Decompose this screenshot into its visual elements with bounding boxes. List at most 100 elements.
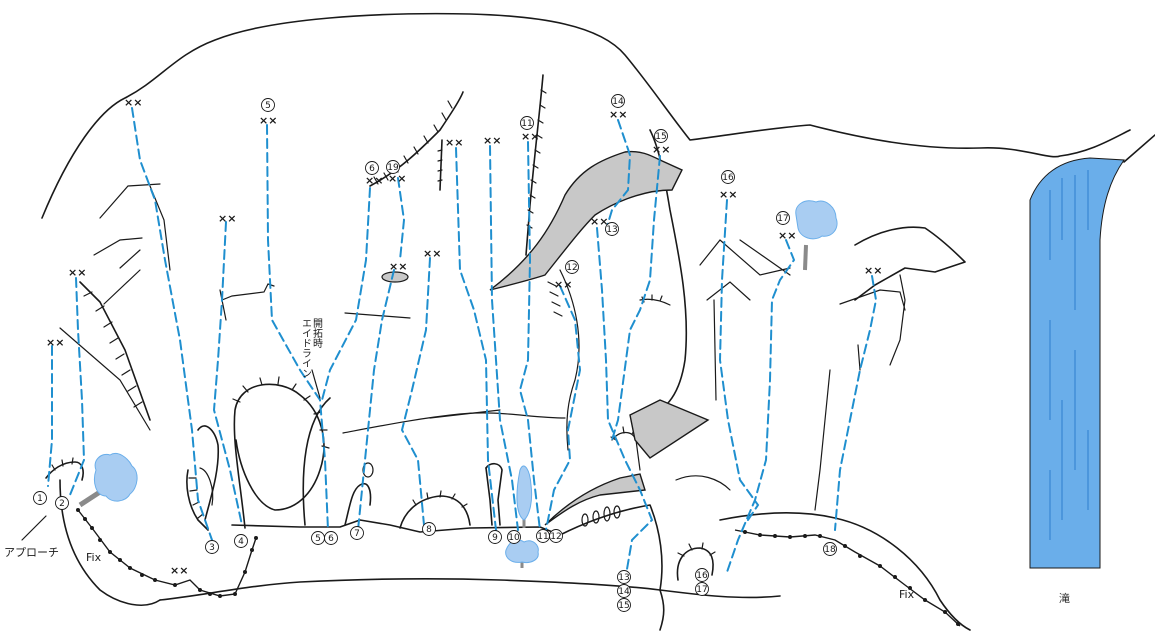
svg-text:9: 9 — [492, 533, 498, 543]
svg-text:16: 16 — [722, 173, 734, 183]
aid-line-label-2: エイドライン — [300, 318, 312, 378]
route-number-17-top: 17 — [776, 211, 790, 225]
route-line-16 — [718, 199, 760, 521]
crag-skyline — [41, 12, 1131, 219]
route-line-19 — [397, 177, 406, 261]
svg-text:15: 15 — [618, 601, 629, 611]
fix-label-right: Fix — [899, 588, 915, 601]
route-line-8 — [400, 257, 431, 526]
svg-text:2: 2 — [59, 499, 65, 509]
route-line-3 — [131, 107, 213, 541]
anchor-2: ×× — [68, 266, 86, 279]
route-line-15 — [611, 155, 661, 441]
route-line-12 — [545, 285, 582, 531]
route-number-11-top: 11 — [520, 116, 534, 130]
route-number-3-start: 3 — [205, 540, 219, 554]
svg-text:16: 16 — [696, 571, 708, 581]
svg-text:13: 13 — [606, 225, 617, 235]
route-line-11 — [518, 141, 541, 531]
route-number-2-start: 2 — [55, 496, 69, 510]
tree-bottom — [505, 539, 539, 568]
route-number-13-start: 13 — [617, 570, 631, 584]
anchor-9: ×× — [445, 136, 463, 149]
route-lines — [47, 107, 878, 576]
hold-oval — [381, 271, 409, 283]
route-line-9 — [455, 147, 497, 531]
route-number-6-start: 6 — [324, 531, 338, 545]
route-line-14 — [605, 119, 632, 231]
anchor-7: ×× — [389, 260, 407, 273]
route-line-1 — [47, 345, 53, 487]
svg-text:7: 7 — [354, 529, 360, 539]
svg-text:6: 6 — [369, 164, 375, 174]
svg-text:6: 6 — [328, 534, 334, 544]
route-line-6 — [321, 187, 371, 401]
svg-text:17: 17 — [777, 214, 788, 224]
fix-label-left: Fix — [86, 551, 102, 564]
route-number-8-start: 8 — [422, 522, 436, 536]
route-number-4-start: 4 — [234, 534, 248, 548]
anchor-3: ×× — [124, 96, 142, 109]
route-line-10 — [489, 145, 519, 531]
anchor-18: ×× — [864, 264, 882, 277]
route-number-11-start: 11 — [536, 529, 550, 543]
fix-rope-left — [59, 479, 258, 606]
lower-slab — [544, 473, 646, 526]
route-line-4 — [212, 221, 243, 526]
anchor-13: ×× — [590, 215, 608, 228]
route-number-17-start: 17 — [695, 582, 709, 596]
anchor-6: ×× — [365, 174, 383, 187]
tree-right-top — [795, 200, 838, 271]
route-number-1-start: 1 — [33, 491, 47, 505]
anchor-19: ×× — [388, 172, 406, 185]
svg-text:1: 1 — [37, 494, 43, 504]
route-number-15-top: 15 — [654, 129, 668, 143]
svg-text:14: 14 — [612, 97, 624, 107]
anchor-4: ×× — [218, 212, 236, 225]
anchor-16: ×× — [719, 188, 737, 201]
route-number-16-top: 16 — [721, 170, 735, 184]
svg-text:15: 15 — [655, 132, 666, 142]
route-number-19-top: 19 — [386, 160, 400, 174]
anchors: ×× ×× ×× ×× ×× ×× ×× ×× ×× ×× ×× ×× ×× ×… — [46, 96, 882, 577]
anchor-fix-left: ×× — [170, 564, 188, 577]
tree-left — [78, 452, 138, 508]
route-number-14-top: 14 — [611, 94, 625, 108]
route-number-9-start: 9 — [488, 530, 502, 544]
route-number-14-start: 14 — [617, 584, 631, 598]
svg-text:19: 19 — [387, 163, 399, 173]
tree-route-10 — [516, 465, 533, 528]
route-number-18-start: 18 — [823, 542, 837, 556]
route-number-5-start: 5 — [311, 531, 325, 545]
route-line-2 — [69, 277, 86, 496]
route-number-6-top: 6 — [365, 161, 379, 175]
fix-rope-right — [734, 529, 961, 627]
mid-slab — [629, 399, 710, 459]
text-labels: アプローチ Fix Fix 滝 開拓時 エイドライン — [4, 318, 1070, 605]
route-number-16-start: 16 — [695, 568, 709, 582]
waterfall-label: 滝 — [1059, 592, 1070, 605]
route-line-13 — [596, 227, 654, 576]
anchor-5: ×× — [259, 114, 277, 127]
route-number-12-start: 12 — [549, 529, 563, 543]
svg-text:12: 12 — [566, 263, 577, 273]
route-numbers: 1 2 3 4 5 6 7 8 9 10 11 12 13 14 15 16 1… — [33, 94, 837, 612]
svg-text:18: 18 — [824, 545, 836, 555]
anchor-12: ×× — [554, 278, 572, 291]
route-line-7 — [357, 269, 395, 531]
svg-text:3: 3 — [209, 543, 215, 553]
svg-text:17: 17 — [696, 585, 707, 595]
route-line-5 — [266, 124, 329, 531]
anchor-11: ×× — [521, 130, 539, 143]
route-number-7-start: 7 — [350, 526, 364, 540]
anchor-10: ×× — [483, 134, 501, 147]
route-number-5-top: 5 — [261, 98, 275, 112]
route-line-17 — [725, 239, 796, 576]
approach-label: アプローチ — [4, 546, 59, 559]
svg-text:8: 8 — [426, 525, 432, 535]
route-number-10-start: 10 — [507, 530, 521, 544]
waterfall — [1029, 157, 1125, 569]
trees — [78, 200, 838, 568]
svg-text:14: 14 — [618, 587, 630, 597]
